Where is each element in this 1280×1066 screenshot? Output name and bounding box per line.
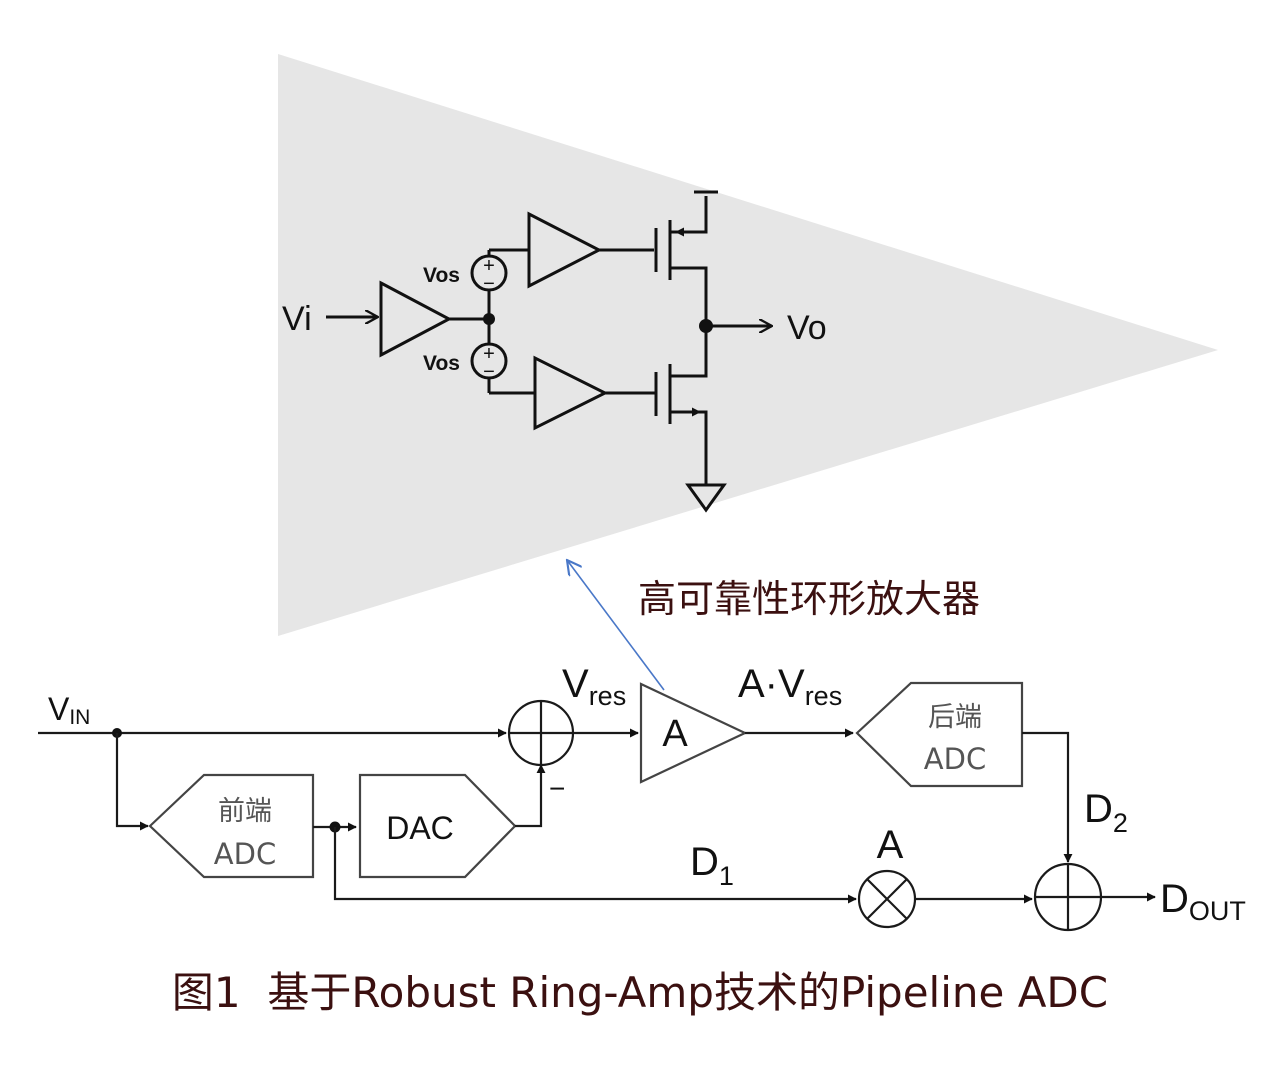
residue-amplifier-icon — [639, 682, 748, 784]
offset-label-top: Vos — [423, 264, 460, 287]
d2-wire — [1022, 731, 1073, 863]
back-adc-label-cn: 后端 — [928, 702, 982, 733]
back-adc-label: ADC — [924, 742, 986, 776]
front-adc-label: ADC — [214, 837, 276, 871]
dout-label: DOUT — [1160, 877, 1246, 926]
offset-minus-top: − — [483, 273, 495, 295]
gain-label: A — [877, 823, 904, 867]
offset-source-bottom-icon — [470, 342, 508, 380]
background-amplifier-triangle — [278, 54, 1218, 636]
vres-label: Vres — [562, 662, 626, 711]
pipeline-adc-diagram: VIN 前端 ADC DAC − Vres A A·Vres — [38, 662, 1246, 932]
dac-output-wire — [515, 764, 546, 828]
front-adc-label-cn: 前端 — [218, 796, 272, 827]
offset-minus-bottom: − — [483, 361, 495, 383]
avres-label: A·Vres — [738, 662, 842, 711]
nmos-transistor-icon — [654, 326, 708, 484]
dac-block — [358, 773, 517, 879]
pmos-transistor-icon — [654, 190, 718, 326]
figure-caption: 图1 基于Robust Ring-Amp技术的Pipeline ADC — [172, 968, 1108, 1017]
residue-amplifier-label: A — [662, 713, 688, 755]
first-stage-amplifier-icon — [379, 280, 453, 358]
output-summing-junction-icon — [1033, 862, 1103, 932]
d2-label: D2 — [1084, 787, 1128, 838]
summing-junction-icon — [507, 699, 575, 767]
offset-label-bottom: Vos — [423, 352, 460, 375]
back-adc-block — [855, 681, 1024, 788]
dac-label: DAC — [386, 810, 454, 846]
output-label-vo: Vo — [787, 309, 827, 347]
gain-multiplier-icon — [857, 869, 917, 929]
ground-icon — [685, 483, 727, 513]
annotation-label: 高可靠性环形放大器 — [638, 577, 980, 621]
offset-source-top-icon — [470, 254, 508, 292]
vin-label: VIN — [48, 691, 90, 729]
input-label-vi: Vi — [282, 300, 312, 338]
d1-wire — [333, 827, 857, 904]
upper-stage-amplifier-icon — [527, 211, 603, 289]
d1-label: D1 — [690, 840, 734, 891]
offset-plus-top: + — [483, 255, 495, 277]
offset-plus-bottom: + — [483, 343, 495, 365]
ring-amplifier-schematic: Vi + − Vos + − Vos — [282, 190, 827, 513]
lower-stage-amplifier-icon — [533, 355, 609, 431]
annotation-arrow — [567, 560, 665, 691]
front-adc-input-wire — [115, 733, 149, 831]
summer-minus-sign: − — [549, 773, 565, 804]
